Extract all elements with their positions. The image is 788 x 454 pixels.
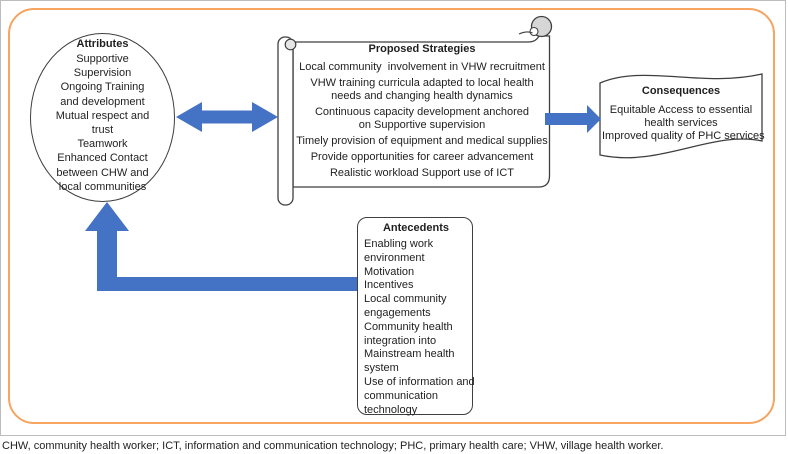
scroll-top-flap-line: [518, 31, 533, 35]
list-item: Use of information and communication tec…: [364, 375, 475, 416]
list-item: Provide opportunities for career advance…: [310, 151, 534, 163]
list-item: Supportive Supervision: [73, 53, 132, 80]
scroll-top-left-curl-icon: [284, 38, 297, 51]
scroll-curl-notch-icon: [529, 26, 539, 37]
consequences-items: Equitable Access to essential health ser…: [602, 104, 765, 144]
list-item: Enhanced Contact between CHW and local c…: [56, 152, 149, 193]
attributes-ellipse: [30, 33, 175, 202]
elbow-arrow: [85, 202, 357, 291]
attributes-title: Attributes: [76, 38, 129, 50]
list-item: Mutual respect and trust: [55, 109, 150, 137]
list-item: Community health integration into Mainst…: [364, 320, 455, 375]
list-item: Local community engagements: [364, 293, 447, 319]
consequences-content: Consequences Equitable Access to essenti…: [602, 85, 765, 144]
strategies-items: Local community involvement in VHW recru…: [296, 61, 548, 180]
list-item: Improved quality of PHC services: [602, 130, 765, 143]
list-item: Realistic workload Support use of ICT: [329, 167, 515, 179]
list-item: Teamwork: [77, 138, 128, 151]
list-item: Incentives: [364, 279, 414, 292]
strategies-content: Proposed Strategies Local community invo…: [296, 42, 548, 180]
figure-orange-frame: [8, 8, 775, 424]
strategies-title: Proposed Strategies: [368, 43, 476, 55]
consequences-wave-shape: [599, 73, 763, 159]
list-item: Enabling work environment: [364, 238, 434, 264]
antecedents-title: Antecedents: [382, 222, 450, 234]
list-item: Motivation: [364, 265, 415, 278]
abbreviations-footnote: CHW, community health worker; ICT, infor…: [2, 440, 664, 452]
list-item: Timely provision of equipment and medica…: [296, 135, 548, 147]
list-item: Ongoing Training and development: [60, 81, 145, 108]
consequences-title: Consequences: [641, 85, 721, 97]
list-item: Equitable Access to essential health ser…: [609, 104, 753, 130]
right-arrow: [545, 105, 601, 133]
list-item: VHW training curricula adapted to local …: [310, 77, 534, 102]
list-item: Continuous capacity development anchored…: [314, 106, 530, 131]
scroll-body-shape: [292, 35, 551, 188]
double-headed-arrow: [176, 102, 278, 132]
scroll-left-roll-shape: [277, 36, 294, 206]
list-item: Local community involvement in VHW recru…: [299, 61, 545, 73]
